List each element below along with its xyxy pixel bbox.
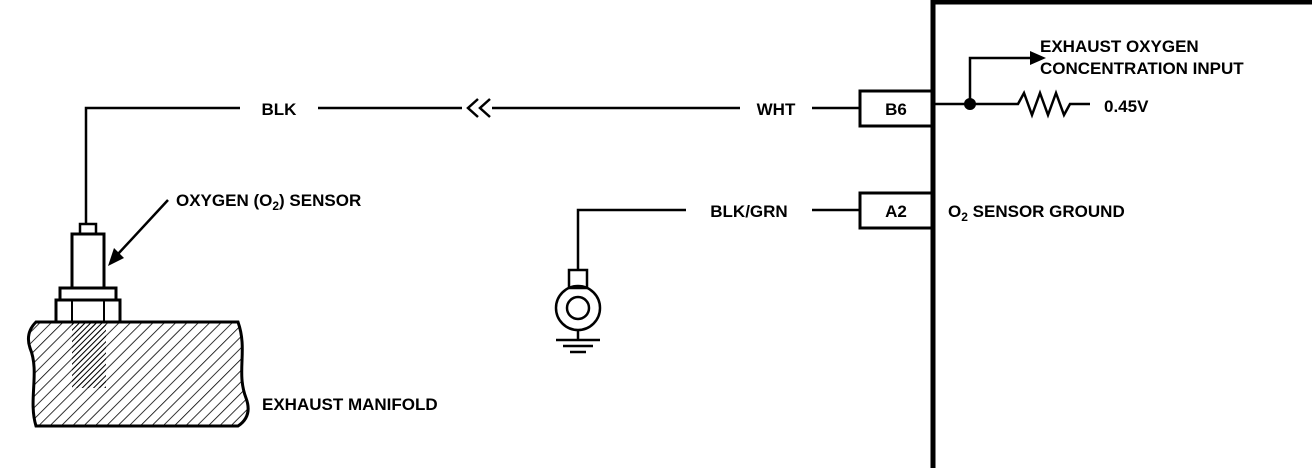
ecm-module-outline bbox=[930, 0, 1312, 468]
input-label-line2: CONCENTRATION INPUT bbox=[1040, 59, 1244, 78]
resistor-icon bbox=[1012, 89, 1090, 119]
sensor-leader-arrow bbox=[108, 199, 169, 266]
input-label-line1: EXHAUST OXYGEN bbox=[1040, 37, 1199, 56]
voltage-label: 0.45V bbox=[1104, 97, 1149, 116]
exhaust-manifold bbox=[26, 318, 250, 428]
terminal-a2: A2 bbox=[858, 191, 934, 230]
ground-eyelet-icon bbox=[554, 268, 602, 332]
arrow-right-icon bbox=[1030, 51, 1046, 65]
manifold-label: EXHAUST MANIFOLD bbox=[262, 395, 438, 414]
terminal-b6: B6 bbox=[858, 89, 934, 128]
sensor-label: OXYGEN (O2) SENSOR bbox=[176, 191, 361, 213]
ground-label: O2 SENSOR GROUND bbox=[948, 202, 1125, 224]
wire-color-wht: WHT bbox=[757, 100, 796, 119]
wire-color-blk: BLK bbox=[262, 100, 298, 119]
connector-chevron-icon bbox=[466, 98, 491, 118]
ecm-internal-circuit bbox=[932, 51, 1090, 119]
wire-color-blk-grn: BLK/GRN bbox=[710, 202, 787, 221]
terminal-a2-label: A2 bbox=[885, 202, 907, 221]
ground-symbol-icon bbox=[556, 330, 600, 354]
ground-wire bbox=[576, 208, 860, 270]
oxygen-sensor bbox=[54, 222, 122, 324]
terminal-b6-label: B6 bbox=[885, 100, 907, 119]
signal-wire bbox=[84, 106, 860, 225]
arrow-down-left-icon bbox=[108, 248, 124, 266]
